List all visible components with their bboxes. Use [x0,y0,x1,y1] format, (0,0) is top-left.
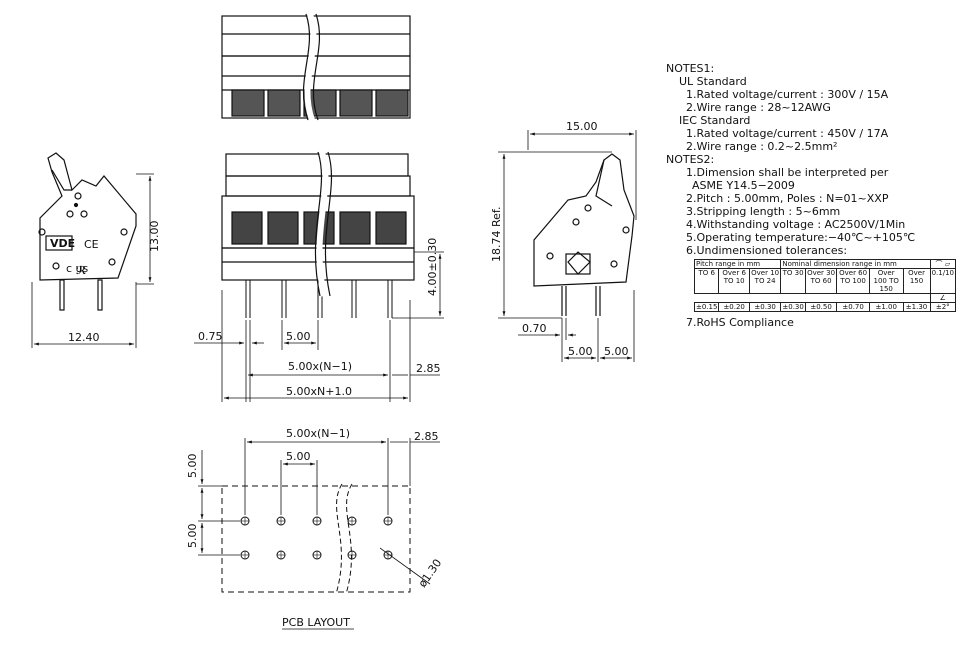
nominal-tol-3: ±1.00 [868,302,904,312]
right-dims [498,130,637,362]
note2-6: 6.Undimensioned tolerances: [686,244,848,257]
ce-mark: CE [84,238,99,251]
vde-text: VDE [50,237,75,250]
pcb-dim-pitch: 5.00 [286,450,311,463]
note2-4: 4.Withstanding voltage : AC2500V/1Min [686,218,906,231]
ul-standard-title: UL Standard [679,75,747,88]
pitch-col-1: Over 6 TO 10 [718,268,750,294]
ul-mark: c us [66,262,89,275]
pcb-dim-v2: 5.00 [186,524,199,549]
dim-075: 0.75 [198,330,223,343]
nominal-range-header: Nominal dimension range in mm [780,259,931,269]
dim-400: 4.00±0.30 [426,238,439,296]
nominal-col-1: Over 30 TO 60 [804,268,838,294]
pitch-tol-2: ±0.30 [748,302,782,312]
iec-note-2: 2.Wire range : 0.2~2.5mm² [686,140,838,153]
pitch-col-0: TO 6 [693,268,720,294]
dim-1874-ref: 18.74 Ref. [490,207,503,262]
notes1-title: NOTES1: [666,62,715,75]
nominal-col-0: TO 30 [780,268,806,294]
right-side-view [533,153,635,316]
nominal-tol-1: ±0.50 [804,302,838,312]
ul-logo: ℛ [76,264,87,277]
pcb-dim-n-minus-1: 5.00x(N−1) [286,427,350,440]
dim-n-minus-1: 5.00x(N−1) [288,360,352,373]
nominal-tol-4: ±1.30 [902,302,931,312]
dim-500-b: 5.00 [604,345,629,358]
pcb-hole-dia: ø1.30 [416,557,445,590]
ul-note-2: 2.Wire range : 28~12AWG [686,101,831,114]
pitch-tol-1: ±0.20 [718,302,750,312]
pcb-dims [198,438,440,585]
iec-note-1: 1.Rated voltage/current : 450V / 17A [686,127,889,140]
front-dims [194,251,444,402]
nominal-col-4: Over 150 [902,268,931,294]
dim-pitch: 5.00 [286,330,311,343]
nominal-tol-0: ±0.30 [780,302,806,312]
note2-3: 3.Stripping length : 5~6mm [686,205,841,218]
note2-7: 7.RoHS Compliance [686,316,794,329]
note2-1b: ASME Y14.5−2009 [692,179,795,192]
iec-standard-title: IEC Standard [679,114,751,127]
nominal-col-3: Over 100 TO 150 [868,268,904,294]
nominal-tol-2: ±0.70 [836,302,870,312]
front-view [221,151,415,318]
dim-500-a: 5.00 [568,345,593,358]
top-view [221,13,411,121]
ul-note-1: 1.Rated voltage/current : 300V / 15A [686,88,889,101]
vde-mark [45,235,73,251]
dim-1500: 15.00 [566,120,598,133]
pcb-dim-285: 2.85 [414,430,439,443]
angle-symbol: ∠ [929,293,957,303]
tolerance-table: Pitch range in mm Nominal dimension rang… [693,259,957,312]
pitch-col-2: Over 10 TO 24 [748,268,782,294]
flatness-value: 0.1/10 [929,268,957,294]
dim-height-13: 13.00 [148,221,161,253]
notes-block: NOTES1: UL Standard 1.Rated voltage/curr… [666,62,957,329]
nominal-col-2: Over 60 TO 100 [836,268,870,294]
side-dims [31,173,154,348]
pcb-layout-label: PCB LAYOUT [282,616,350,629]
pcb-layout [221,483,411,595]
side-view [38,152,137,311]
dim-070: 0.70 [522,322,547,335]
note2-1a: 1.Dimension shall be interpreted per [686,166,889,179]
notes2-title: NOTES2: [666,153,715,166]
pitch-range-header: Pitch range in mm [693,259,782,269]
angle-value: ±2° [929,302,957,312]
note2-2: 2.Pitch : 5.00mm, Poles : N=01~XXP [686,192,889,205]
pitch-tol-0: ±0.15 [693,302,720,312]
note2-5: 5.Operating temperature:−40℃~+105℃ [686,231,916,244]
dim-n-plus-1: 5.00xN+1.0 [286,385,352,398]
flatness-angle-header: ⌒ ⏥ [929,259,957,269]
dim-width-1240: 12.40 [68,331,100,344]
dim-285: 2.85 [416,362,441,375]
pcb-dim-v1: 5.00 [186,454,199,479]
